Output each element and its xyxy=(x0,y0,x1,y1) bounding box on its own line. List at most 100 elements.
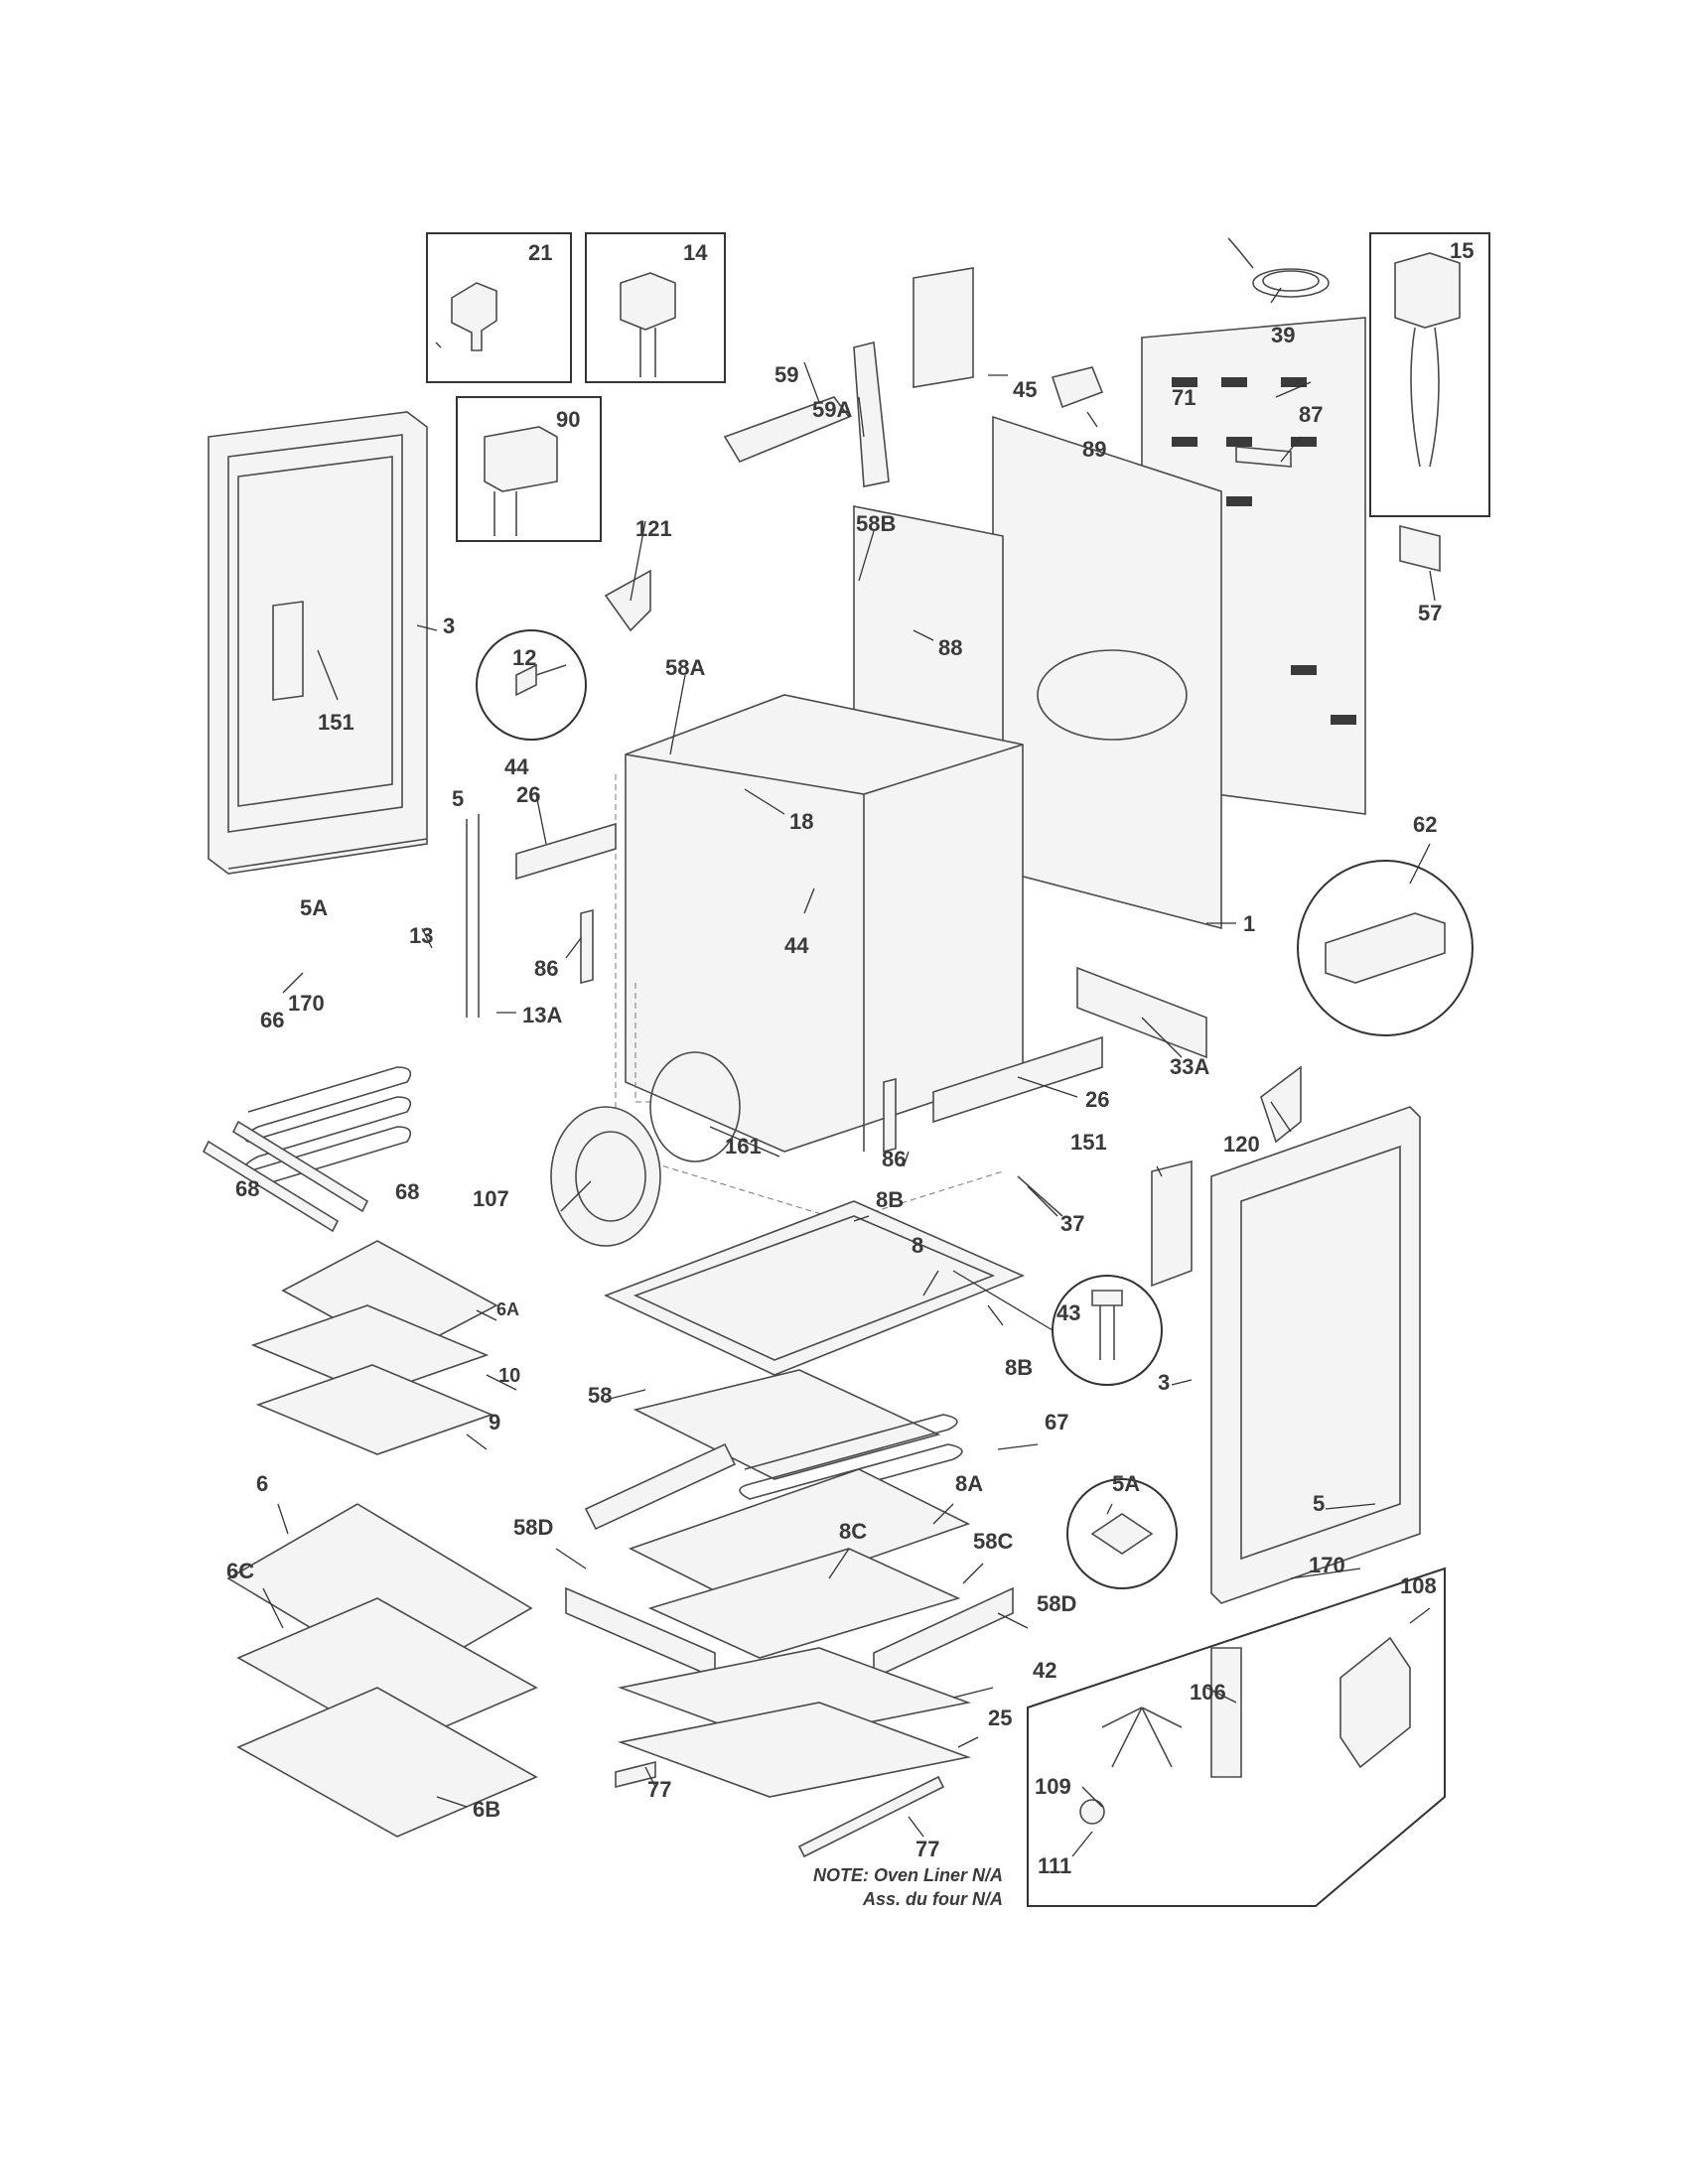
label-3-left: 3 xyxy=(443,614,455,638)
label-121: 121 xyxy=(635,516,672,541)
label-8B-upper: 8B xyxy=(876,1187,904,1212)
label-161: 161 xyxy=(725,1134,762,1159)
part-15-inset xyxy=(1369,232,1490,517)
label-5A-left: 5A xyxy=(300,895,328,920)
label-68-left: 68 xyxy=(235,1176,259,1201)
part-151-bracket-right xyxy=(1151,1160,1193,1288)
part-12-inset xyxy=(476,629,587,741)
label-108: 108 xyxy=(1400,1573,1437,1598)
label-10: 10 xyxy=(498,1365,520,1387)
part-62-inset xyxy=(1297,860,1474,1036)
part-86-bracket-lower xyxy=(883,1077,897,1154)
label-45: 45 xyxy=(1013,377,1037,402)
label-5-left: 5 xyxy=(452,786,464,811)
part-26-rail-upper xyxy=(515,822,617,881)
part-58C-insulation xyxy=(647,1548,961,1659)
label-170-right: 170 xyxy=(1309,1553,1345,1577)
label-58: 58 xyxy=(588,1383,612,1408)
label-3-right: 3 xyxy=(1158,1370,1170,1395)
part-25-panel xyxy=(618,1702,971,1798)
label-6: 6 xyxy=(256,1471,268,1496)
part-90-inset xyxy=(456,396,602,542)
label-18: 18 xyxy=(789,809,813,834)
part-58D-strips xyxy=(565,1442,1014,1680)
label-67: 67 xyxy=(1045,1410,1068,1434)
part-8A-cover xyxy=(628,1468,971,1604)
callout-labels: 21 14 90 15 39 71 87 57 45 59A 59 89 121… xyxy=(226,238,1474,1878)
label-59A: 59A xyxy=(812,397,852,422)
part-3-oven-door-right xyxy=(1210,1106,1421,1604)
label-8: 8 xyxy=(912,1233,923,1258)
label-62: 62 xyxy=(1413,812,1437,837)
label-44-upper: 44 xyxy=(504,754,529,779)
part-58A-oven-cavity xyxy=(615,694,1024,1222)
label-151-right: 151 xyxy=(1070,1130,1107,1155)
label-86-lower: 86 xyxy=(882,1147,906,1171)
part-57-plate xyxy=(1399,524,1441,573)
label-6B: 6B xyxy=(473,1797,500,1822)
label-59: 59 xyxy=(774,362,798,387)
label-106: 106 xyxy=(1190,1680,1226,1705)
label-58A: 58A xyxy=(665,655,705,680)
label-13: 13 xyxy=(409,923,433,948)
label-58D-right: 58D xyxy=(1037,1591,1076,1616)
part-161-gasket xyxy=(649,1051,741,1162)
label-111: 111 xyxy=(1038,1853,1071,1878)
part-89-bracket xyxy=(1051,366,1104,409)
label-5-right: 5 xyxy=(1313,1491,1325,1516)
part-58-insulation xyxy=(633,1369,941,1480)
part-39-cord xyxy=(1227,237,1330,298)
label-15: 15 xyxy=(1450,238,1474,263)
part-1-back-panel xyxy=(992,415,1222,930)
label-68-right: 68 xyxy=(395,1179,419,1204)
label-86-upper: 86 xyxy=(534,956,558,981)
part-33A-rail xyxy=(1076,966,1207,1059)
label-8B-lower: 8B xyxy=(1005,1355,1033,1380)
part-68-rail xyxy=(202,1120,369,1233)
label-33A: 33A xyxy=(1170,1054,1209,1079)
label-39: 39 xyxy=(1271,323,1295,347)
part-fan-assembly-inset xyxy=(1027,1567,1446,1907)
label-14: 14 xyxy=(683,240,708,265)
label-66: 66 xyxy=(260,1008,284,1032)
part-9-broil-pan xyxy=(255,1364,494,1455)
part-8-tray xyxy=(603,1200,1026,1376)
label-37: 37 xyxy=(1060,1211,1084,1236)
label-77-left: 77 xyxy=(647,1777,671,1802)
part-59-duct xyxy=(723,396,851,464)
label-88: 88 xyxy=(938,635,962,660)
label-12: 12 xyxy=(512,645,536,670)
label-58B: 58B xyxy=(856,511,896,536)
label-107: 107 xyxy=(473,1186,509,1211)
label-8A: 8A xyxy=(955,1471,983,1496)
label-42: 42 xyxy=(1033,1658,1056,1683)
part-67-bake-element xyxy=(739,1414,963,1515)
part-3-oven-door-left xyxy=(208,411,428,875)
part-43-inset xyxy=(1052,1275,1163,1386)
label-21: 21 xyxy=(528,240,552,265)
label-43: 43 xyxy=(1056,1300,1080,1325)
note-line-2: Ass. du four N/A xyxy=(862,1889,1003,1909)
part-6B-rack xyxy=(236,1687,538,1838)
part-21-inset xyxy=(426,232,572,383)
label-6C: 6C xyxy=(226,1559,254,1583)
label-120: 120 xyxy=(1223,1132,1260,1157)
oven-liner-note: NOTE: Oven Liner N/A Ass. du four N/A xyxy=(813,1865,1003,1909)
part-86-bracket-upper xyxy=(580,908,594,985)
label-8C: 8C xyxy=(839,1519,867,1544)
label-26-upper: 26 xyxy=(516,782,540,807)
label-89: 89 xyxy=(1082,437,1106,462)
label-44-lower: 44 xyxy=(784,933,809,958)
label-26-lower: 26 xyxy=(1085,1087,1109,1112)
label-58C: 58C xyxy=(973,1529,1013,1554)
label-71: 71 xyxy=(1172,385,1196,410)
label-87: 87 xyxy=(1299,402,1323,427)
label-77-right: 77 xyxy=(915,1837,939,1861)
label-1: 1 xyxy=(1243,911,1255,936)
part-37-sensor xyxy=(1017,1175,1063,1217)
label-5A-right: 5A xyxy=(1112,1471,1140,1496)
part-26-rail-lower xyxy=(932,1035,1103,1124)
label-58D-left: 58D xyxy=(513,1515,553,1540)
part-14-inset xyxy=(585,232,726,383)
